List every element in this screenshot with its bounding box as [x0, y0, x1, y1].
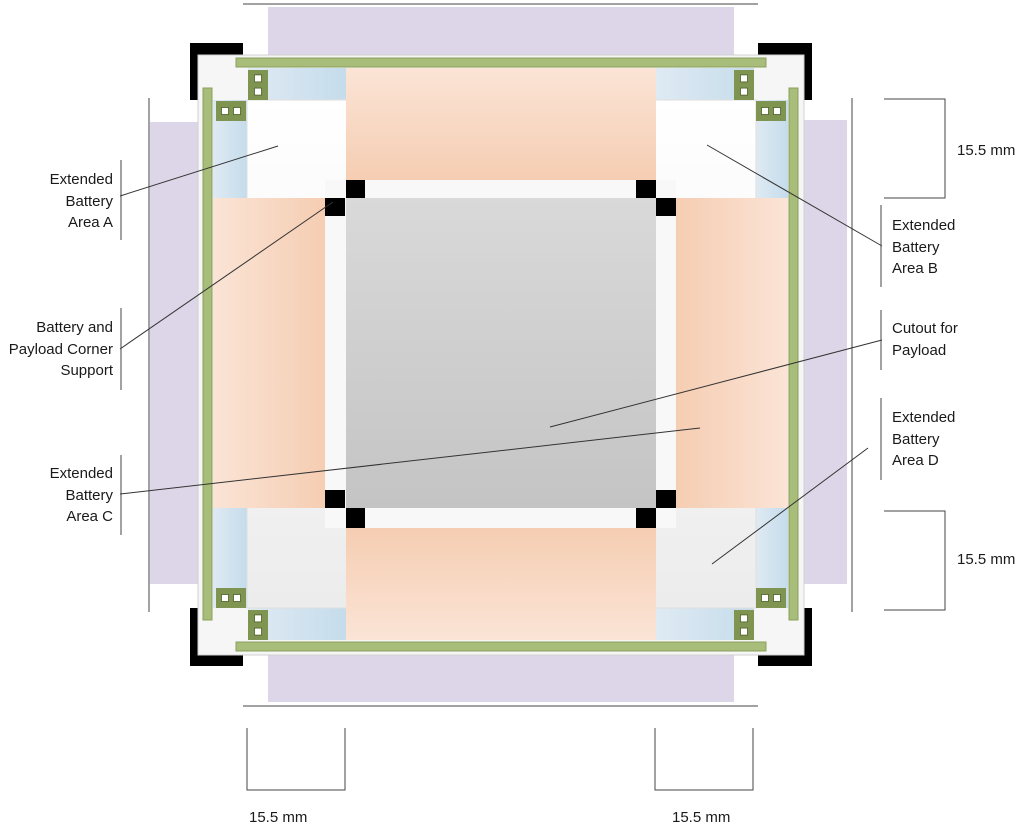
connector-hole	[254, 87, 262, 96]
connector-hole	[761, 107, 769, 115]
corner-support-block	[636, 508, 656, 528]
corner-supports	[325, 180, 676, 528]
label-area-b: Extended Battery Area B	[892, 215, 955, 280]
corner-support-block	[325, 490, 345, 508]
connector-hole	[221, 107, 229, 115]
label-line: Area A	[67, 214, 113, 231]
label-bars	[120, 160, 882, 535]
label-line: Payload Corner	[8, 340, 113, 358]
leader-lines	[119, 144, 883, 565]
leader-line-area-d	[711, 447, 869, 565]
battery-area-left	[213, 198, 325, 508]
green-connector-block	[756, 101, 786, 121]
connector-hole	[740, 87, 748, 96]
battery-area-top	[346, 68, 656, 180]
label-cutout: Cutout for Payload	[892, 318, 958, 361]
battery-area-right	[676, 198, 788, 508]
lavender-panel-left	[150, 122, 202, 584]
connector-hole	[254, 614, 262, 623]
label-line: Payload	[892, 341, 947, 359]
label-corner-support: Battery and Payload Corner Support	[9, 317, 113, 382]
label-line: Extended	[892, 217, 956, 234]
leader-line-cutout	[549, 339, 883, 428]
lavender-panel-top	[268, 7, 734, 57]
connector-hole	[773, 594, 781, 602]
label-area-a: Extended Battery Area A	[50, 169, 113, 234]
label-line: Extended	[49, 171, 113, 188]
corner-support-block	[325, 198, 345, 216]
label-line: Battery	[65, 486, 113, 504]
green-connector-block	[216, 588, 246, 608]
green-connector-block	[734, 70, 754, 100]
connector-hole	[740, 614, 748, 623]
green-connector-block	[734, 610, 754, 640]
green-connector-block	[216, 101, 246, 121]
label-line: Battery	[892, 430, 940, 448]
green-rail-right	[788, 87, 799, 621]
corner-support-block	[346, 180, 365, 198]
label-line: Extended	[892, 409, 956, 426]
label-line: Support	[60, 362, 113, 379]
lavender-panel-right	[797, 120, 847, 584]
corner-support-block	[346, 508, 365, 528]
green-connector-block	[248, 70, 268, 100]
connector-hole	[233, 594, 241, 602]
connector-hole	[233, 107, 241, 115]
dim-bracket-bottom-left	[246, 728, 346, 791]
corner-support-block	[656, 198, 676, 216]
label-line: Battery	[892, 238, 940, 256]
label-area-d: Extended Battery Area D	[892, 407, 955, 472]
label-line: Battery and	[36, 319, 113, 336]
green-connector-block	[756, 588, 786, 608]
green-connectors	[216, 70, 786, 640]
label-line: Area D	[892, 452, 939, 469]
dim-bracket-right-bottom	[884, 510, 946, 611]
dimension-label-right-top: 15.5 mm	[957, 142, 1016, 159]
leader-line-area-c	[119, 427, 701, 495]
dim-bracket-right-top	[884, 98, 946, 199]
dimension-label-bottom-right: 15.5 mm	[672, 809, 731, 826]
label-area-c: Extended Battery Area C	[50, 463, 113, 528]
dimension-brackets	[246, 98, 946, 791]
label-line: Area B	[892, 260, 938, 277]
connector-hole	[761, 594, 769, 602]
leader-line-corner-support	[119, 201, 334, 350]
dim-bracket-bottom-right	[654, 728, 754, 791]
payload-cutout	[346, 198, 656, 508]
connector-hole	[254, 627, 262, 636]
label-line: Extended	[49, 465, 113, 482]
label-line: Cutout for	[892, 320, 958, 337]
connector-hole	[254, 74, 262, 83]
lavender-panel-bottom	[268, 652, 734, 702]
leader-line-area-a	[119, 145, 279, 197]
label-line: Area C	[66, 508, 113, 525]
green-rail-bottom	[235, 641, 767, 652]
green-connector-block	[248, 610, 268, 640]
connector-hole	[740, 74, 748, 83]
dimension-label-bottom-left: 15.5 mm	[249, 809, 308, 826]
corner-support-block	[636, 180, 656, 198]
connector-hole	[221, 594, 229, 602]
connector-hole	[773, 107, 781, 115]
battery-area-bottom	[346, 528, 656, 640]
green-rail-left	[202, 87, 213, 621]
dimension-label-right-bottom: 15.5 mm	[957, 551, 1016, 568]
connector-hole	[740, 627, 748, 636]
leader-line-area-b	[706, 144, 883, 247]
label-line: Battery	[65, 192, 113, 210]
green-rail-top	[235, 57, 767, 68]
corner-support-block	[656, 490, 676, 508]
